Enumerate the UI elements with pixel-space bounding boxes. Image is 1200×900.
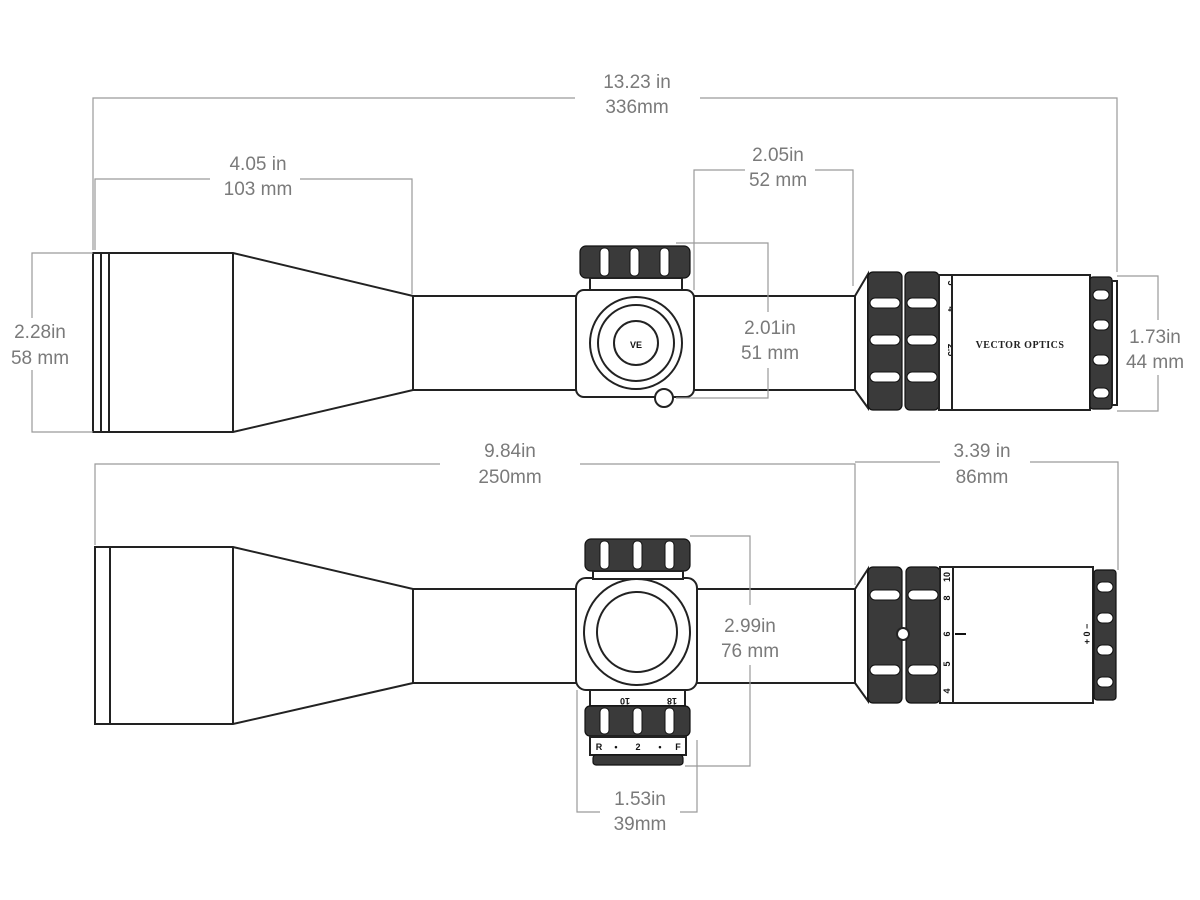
eyepiece-body	[952, 566, 1094, 704]
mag-mark: 6	[942, 631, 952, 636]
logo-cap	[613, 320, 659, 366]
mag-mark: 4	[942, 688, 952, 693]
diopter-ring	[1093, 569, 1117, 701]
objective-ring-1	[92, 252, 102, 433]
svg-text:R: R	[596, 742, 603, 752]
bell-length-in: 4.05 in	[229, 154, 286, 175]
svg-text:VE: VE	[630, 340, 642, 350]
svg-text:•: •	[658, 742, 661, 752]
eyepiece-flare	[854, 565, 869, 705]
turret-total-height-mm: 76 mm	[721, 641, 779, 662]
cap-screw	[654, 388, 674, 408]
turret-height-in: 2.01in	[744, 318, 796, 339]
bell-length-mm: 103 mm	[224, 179, 293, 200]
magnification-ring	[867, 566, 941, 704]
diopter-marks: + 0 −	[1082, 624, 1092, 645]
eyepiece-turret-mm: 52 mm	[749, 170, 807, 191]
mag-mark: 10	[942, 572, 952, 582]
eyepiece-body	[951, 274, 1091, 411]
top-dimensions	[0, 97, 1159, 433]
body-length-in: 9.84in	[484, 441, 536, 462]
eyepiece-flare	[854, 270, 869, 412]
eyepiece-diameter-in: 1.73in	[1129, 327, 1181, 348]
bottom-turret-assembly: 10 18 R • 2 • F	[584, 689, 691, 766]
elevation-knob	[584, 538, 691, 580]
diopter-ring	[1089, 276, 1118, 410]
top-scope-drawing: VE 5 4 2.5 VECTOR OPTICS	[92, 245, 1118, 433]
bottom-scope-drawing: 10 18 R • 2 • F 10 8 6	[94, 538, 1117, 766]
bottom-dimensions	[94, 461, 1119, 813]
turret-height-mm: 51 mm	[741, 343, 799, 364]
objective-diameter-in: 2.28in	[14, 322, 66, 343]
eyepiece-length-mm: 86mm	[956, 467, 1009, 488]
svg-text:F: F	[675, 742, 681, 752]
eyepiece-length-in: 3.39 in	[953, 441, 1010, 462]
magnification-ring	[867, 271, 940, 411]
mag-mark: 5	[942, 661, 952, 666]
overall-length-mm: 336mm	[605, 97, 668, 118]
svg-text:2: 2	[635, 742, 640, 752]
elevation-knob	[579, 245, 691, 291]
brand-logo: VECTOR OPTICS	[976, 340, 1065, 351]
eyepiece-turret-in: 2.05in	[752, 145, 804, 166]
body-length-mm: 250mm	[478, 467, 541, 488]
turret-mark: 10	[620, 696, 630, 706]
objective-diameter-mm: 58 mm	[11, 348, 69, 369]
turret-total-height-in: 2.99in	[724, 616, 776, 637]
eyepiece-diameter-mm: 44 mm	[1126, 352, 1184, 373]
turret-mark: 18	[667, 696, 677, 706]
svg-text:•: •	[614, 742, 617, 752]
overall-length-in: 13.23 in	[603, 72, 671, 93]
objective-ring-2	[100, 252, 110, 433]
mag-mark: 8	[942, 595, 952, 600]
turret-width-in: 1.53in	[614, 789, 666, 810]
turret-width-mm: 39mm	[614, 814, 667, 835]
objective-ring	[94, 546, 111, 725]
illumination-dial: R • 2 • F	[589, 736, 687, 766]
